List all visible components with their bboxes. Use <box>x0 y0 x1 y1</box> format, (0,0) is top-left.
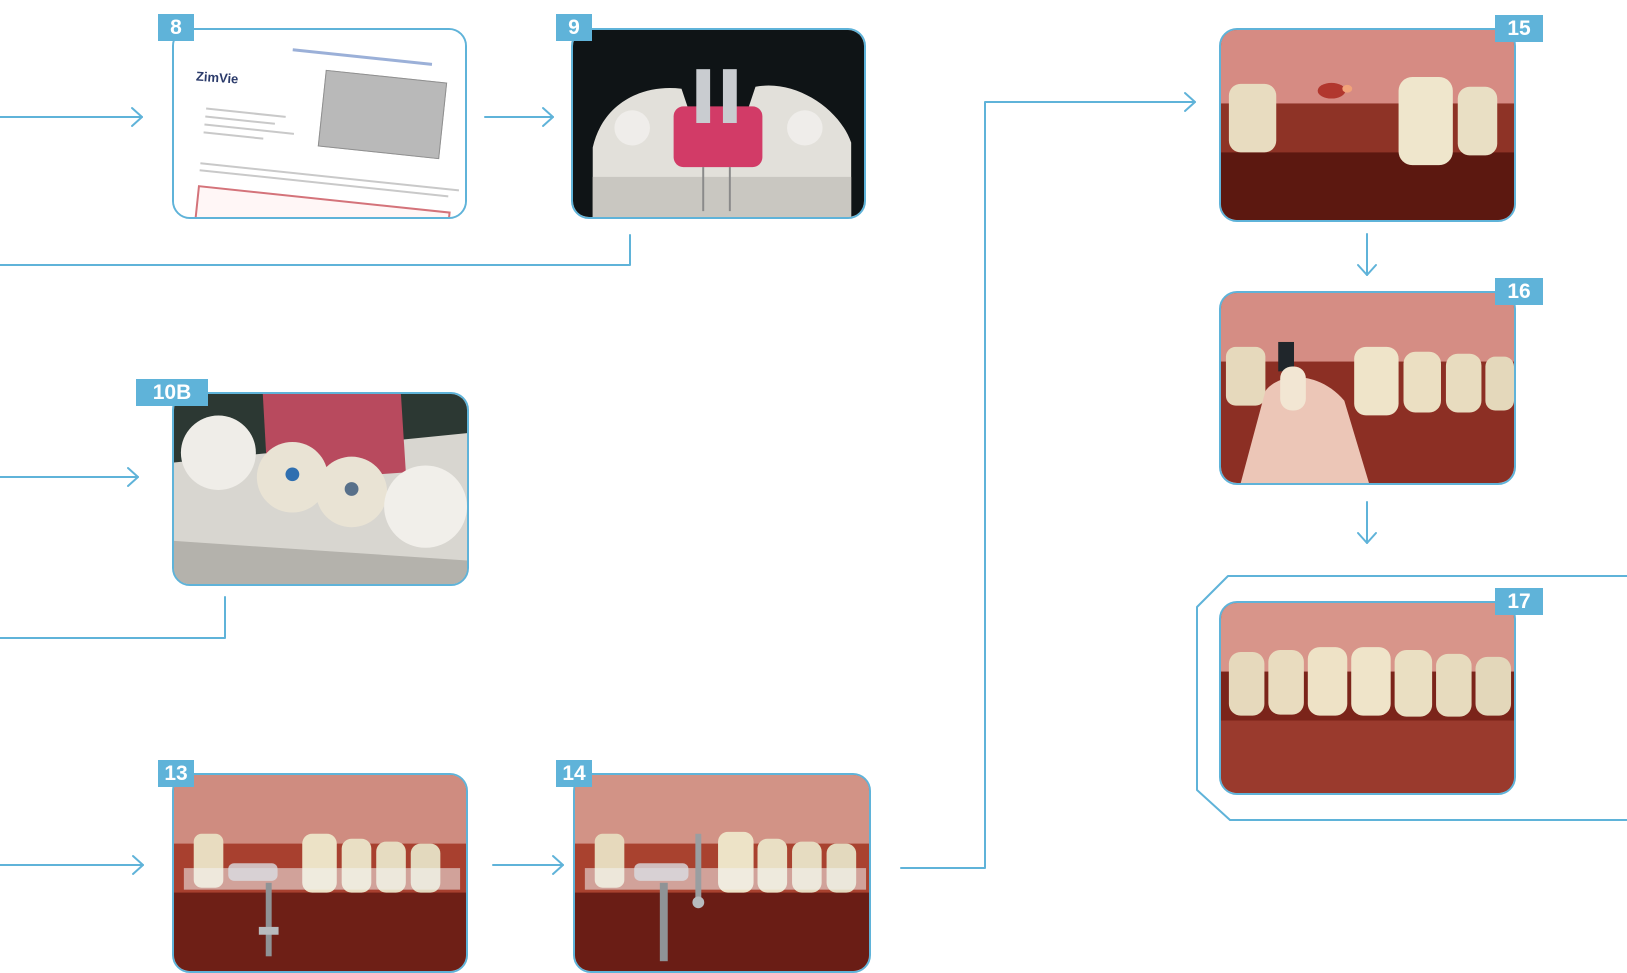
step-17-badge: 17 <box>1495 588 1543 615</box>
abutments-model-photo <box>174 394 467 584</box>
step-9-badge: 9 <box>556 14 592 41</box>
step-14-image <box>573 773 871 973</box>
intraoral-guide-photo <box>174 775 466 971</box>
arrowhead-to-step-13 <box>133 856 143 874</box>
step-13-badge: 13 <box>158 760 194 787</box>
line-from-step-9 <box>0 235 630 265</box>
step-13-image <box>172 773 468 973</box>
line-from-step-10b <box>0 597 225 638</box>
doc-warning-box <box>195 185 451 219</box>
step-17-image <box>1219 601 1516 795</box>
abutment-placement-photo <box>1221 293 1514 483</box>
arrowhead-8-to-9 <box>543 108 553 126</box>
step-15-image <box>1219 28 1516 222</box>
stone-model-photo <box>573 30 864 217</box>
step-9-image <box>571 28 866 219</box>
step-10b-image <box>172 392 469 586</box>
healed-site-photo <box>1221 30 1514 220</box>
step-8-badge: 8 <box>158 14 194 41</box>
arrowhead-to-step-8 <box>132 108 142 126</box>
doc-text-line <box>200 162 459 191</box>
arrowhead-to-step-10b <box>128 468 138 486</box>
line-14-to-15 <box>901 102 1195 868</box>
doc-text-line <box>204 131 264 139</box>
final-restoration-photo <box>1221 603 1514 793</box>
doc-text-line <box>205 115 275 124</box>
doc-chart-image <box>318 70 447 159</box>
doc-header-line <box>293 48 433 66</box>
arrowhead-to-step-15 <box>1185 93 1195 111</box>
zimvie-logo: ZimVie <box>196 69 239 87</box>
step-8-document-thumbnail: ZimVie <box>172 28 467 219</box>
arrowhead-16-to-17 <box>1358 533 1376 543</box>
arrowhead-15-to-16 <box>1358 265 1376 275</box>
step-15-badge: 15 <box>1495 15 1543 42</box>
intraoral-guide-pin-photo <box>575 775 869 971</box>
arrowhead-13-to-14 <box>553 856 563 874</box>
step-10b-badge: 10B <box>136 379 208 406</box>
step-16-image <box>1219 291 1516 485</box>
document-page <box>172 28 467 219</box>
step-14-badge: 14 <box>556 760 592 787</box>
step-16-badge: 16 <box>1495 278 1543 305</box>
